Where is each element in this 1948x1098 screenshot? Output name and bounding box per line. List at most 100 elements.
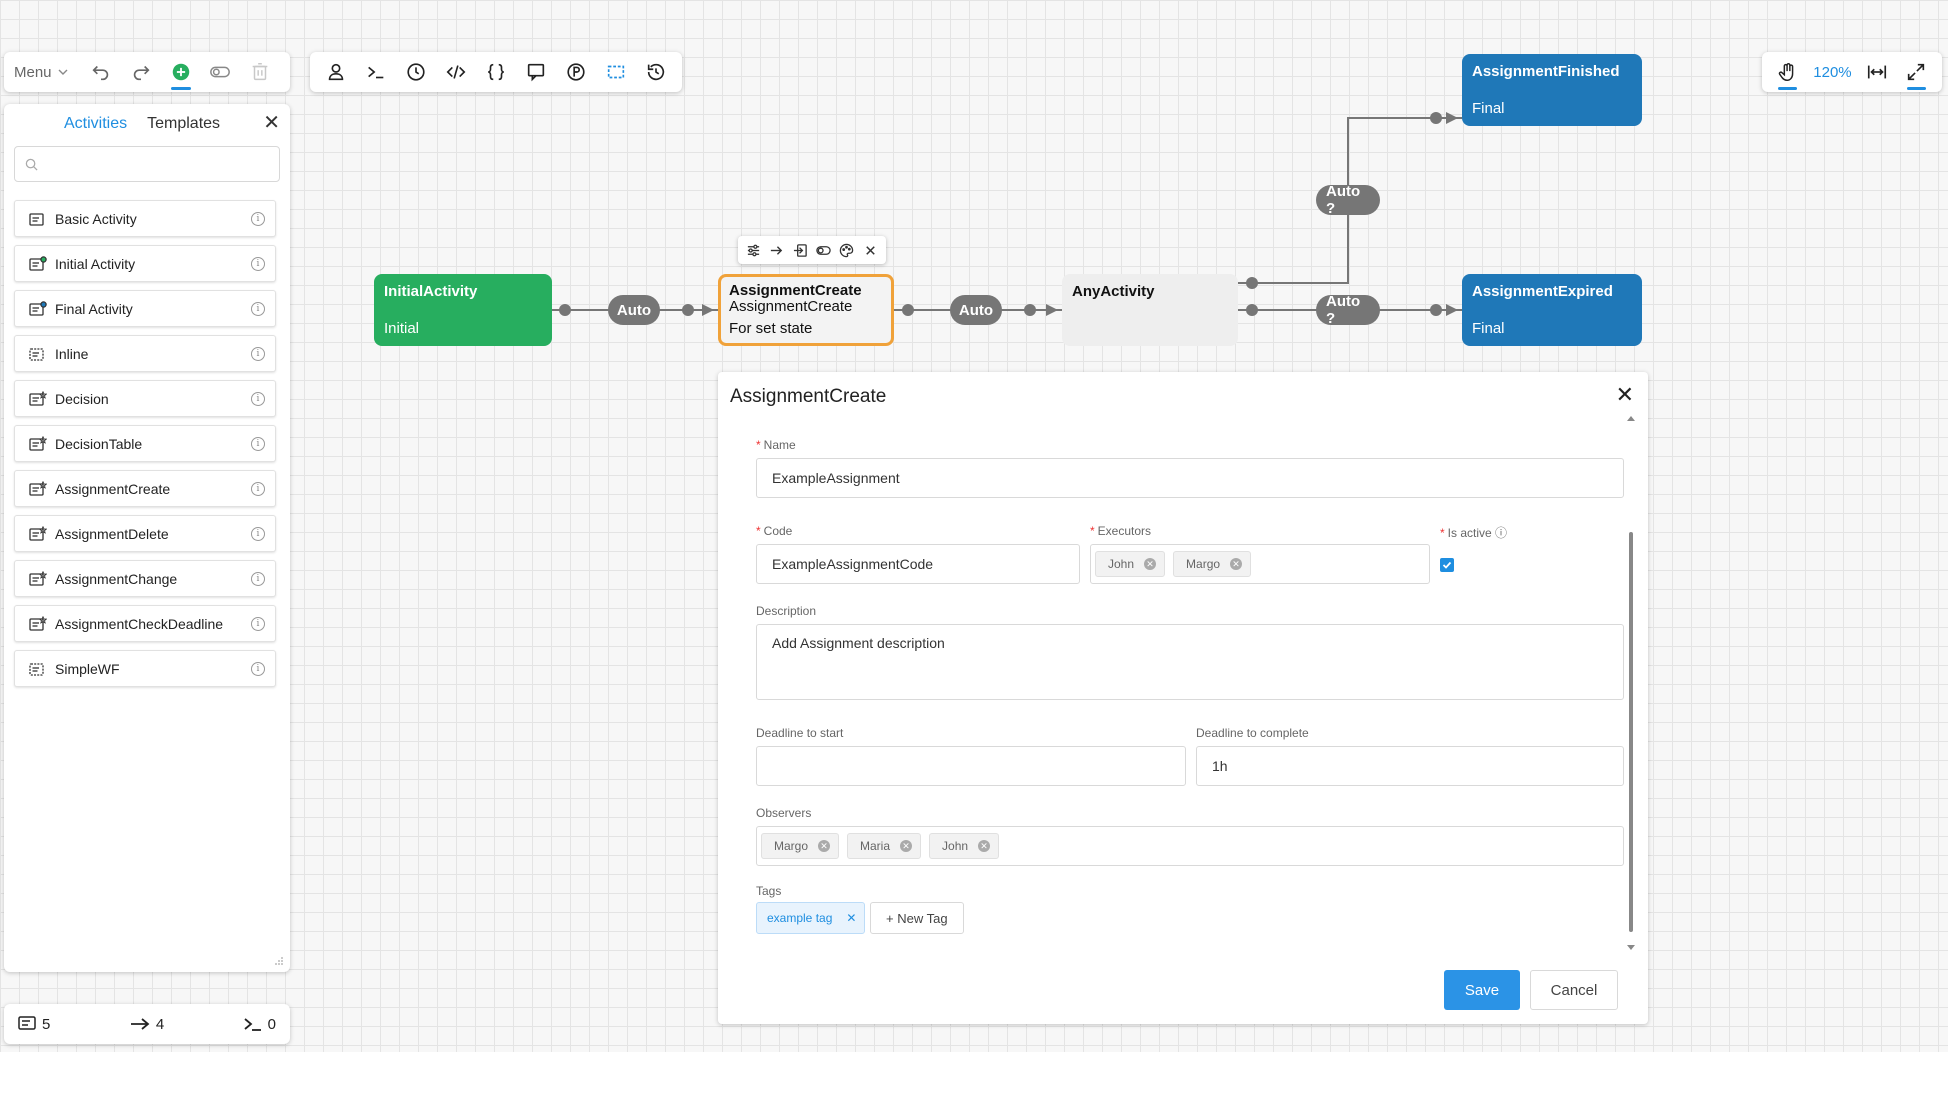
commands-button[interactable] <box>356 52 396 92</box>
transition-auto-conditional-finished[interactable]: Auto ? <box>1316 183 1380 217</box>
select-area-button[interactable] <box>596 52 636 92</box>
node-any-activity[interactable]: AnyActivity <box>1062 274 1238 346</box>
close-icon[interactable] <box>860 240 880 260</box>
history-button[interactable] <box>636 52 676 92</box>
transition-auto-1[interactable]: Auto <box>608 295 660 325</box>
name-input[interactable] <box>756 458 1624 498</box>
info-icon[interactable]: i <box>251 481 265 496</box>
actors-button[interactable] <box>316 52 356 92</box>
node-assignment-create[interactable]: AssignmentCreate AssignmentCreate For se… <box>718 274 894 346</box>
new-tag-button[interactable]: + New Tag <box>870 902 964 934</box>
transition-auto-2[interactable]: Auto <box>950 295 1002 325</box>
fit-width-icon <box>1868 65 1887 79</box>
save-button[interactable]: Save <box>1444 970 1520 1010</box>
terminal-icon <box>368 66 384 79</box>
person-chip-label: John <box>1108 557 1135 571</box>
info-icon[interactable]: i <box>251 436 265 451</box>
tag-remove-icon[interactable]: ✕ <box>846 911 857 925</box>
delete-button[interactable] <box>240 52 280 92</box>
decision-icon <box>29 390 47 406</box>
dialog-close-icon[interactable]: ✕ <box>1615 382 1634 407</box>
node-title: InitialActivity <box>384 283 478 300</box>
info-icon[interactable]: i <box>251 346 265 361</box>
zoom-level[interactable]: 120% <box>1813 63 1852 81</box>
sidebar-tabs: Activities Templates <box>4 104 290 144</box>
arrow-right-icon[interactable] <box>767 240 787 260</box>
inline-icon <box>29 347 44 361</box>
scroll-down-icon[interactable] <box>1627 945 1635 950</box>
info-icon[interactable]: i <box>251 571 265 586</box>
node-initial-activity[interactable]: InitialActivity Initial <box>374 274 552 346</box>
scroll-up-icon[interactable] <box>1627 416 1635 421</box>
info-icon[interactable]: i <box>251 526 265 541</box>
pan-button[interactable] <box>1768 52 1807 92</box>
chip-remove-icon[interactable]: ✕ <box>818 840 831 852</box>
fullscreen-button[interactable] <box>1897 52 1936 92</box>
toggle-button[interactable] <box>201 52 241 92</box>
sliders-icon[interactable] <box>744 240 764 260</box>
info-icon[interactable]: i <box>251 211 265 226</box>
final-activity-icon <box>29 300 47 316</box>
resize-handle-icon[interactable] <box>274 956 284 966</box>
search-input[interactable] <box>44 155 279 173</box>
info-icon[interactable]: i <box>251 616 265 631</box>
chip-remove-icon[interactable]: ✕ <box>978 840 991 852</box>
info-icon[interactable]: i <box>251 301 265 316</box>
undo-button[interactable] <box>82 52 122 92</box>
undo-icon <box>92 65 109 81</box>
is-active-checkbox[interactable] <box>1440 558 1454 572</box>
history-icon <box>647 63 665 81</box>
cancel-button[interactable]: Cancel <box>1530 970 1618 1010</box>
redo-button[interactable] <box>121 52 161 92</box>
info-icon[interactable]: i <box>251 391 265 406</box>
node-assignment-expired[interactable]: AssignmentExpired Final <box>1462 274 1642 346</box>
add-button[interactable] <box>161 52 201 92</box>
menu-label: Menu <box>14 63 52 81</box>
scroll-thumb[interactable] <box>1629 532 1633 932</box>
info-icon[interactable]: i <box>251 661 265 676</box>
executors-select[interactable]: John✕Margo✕ <box>1090 544 1430 584</box>
process-button[interactable] <box>556 52 596 92</box>
chip-remove-icon[interactable]: ✕ <box>1144 558 1157 570</box>
observers-select[interactable]: Margo✕Maria✕John✕ <box>756 826 1624 866</box>
palette-icon[interactable] <box>837 240 857 260</box>
code-button[interactable] <box>436 52 476 92</box>
person-chip-label: Maria <box>860 839 891 853</box>
dialog-scrollbar[interactable] <box>1626 412 1636 952</box>
toggle-icon[interactable] <box>814 240 834 260</box>
menu-button[interactable]: Menu <box>14 64 68 81</box>
node-assignment-finished[interactable]: AssignmentFinished Final <box>1462 54 1642 126</box>
sidebar-close-icon[interactable]: ✕ <box>263 112 280 134</box>
transition-auto-conditional-expired[interactable]: Auto ? <box>1316 293 1380 327</box>
person-chip: John✕ <box>929 833 1000 859</box>
info-icon[interactable]: i <box>251 256 265 271</box>
fit-width-button[interactable] <box>1858 52 1897 92</box>
enter-icon[interactable] <box>790 240 810 260</box>
chip-remove-icon[interactable]: ✕ <box>900 840 913 852</box>
node-type: AssignmentCreate <box>729 298 853 315</box>
description-textarea[interactable] <box>756 624 1624 700</box>
code-input[interactable] <box>756 544 1080 584</box>
chip-remove-icon[interactable]: ✕ <box>1230 558 1243 570</box>
parameters-button[interactable] <box>476 52 516 92</box>
activity-item[interactable]: Inline i <box>14 335 276 372</box>
comments-button[interactable] <box>516 52 556 92</box>
deadline-start-input[interactable] <box>756 746 1186 786</box>
person-chip: John ✕ <box>1095 551 1166 577</box>
activity-item-label: Inline <box>55 345 89 362</box>
tab-templates[interactable]: Templates <box>147 115 221 132</box>
deadline-complete-input[interactable] <box>1196 746 1624 786</box>
tab-activities[interactable]: Activities <box>64 115 128 132</box>
timers-button[interactable] <box>396 52 436 92</box>
expand-icon <box>1908 63 1925 81</box>
